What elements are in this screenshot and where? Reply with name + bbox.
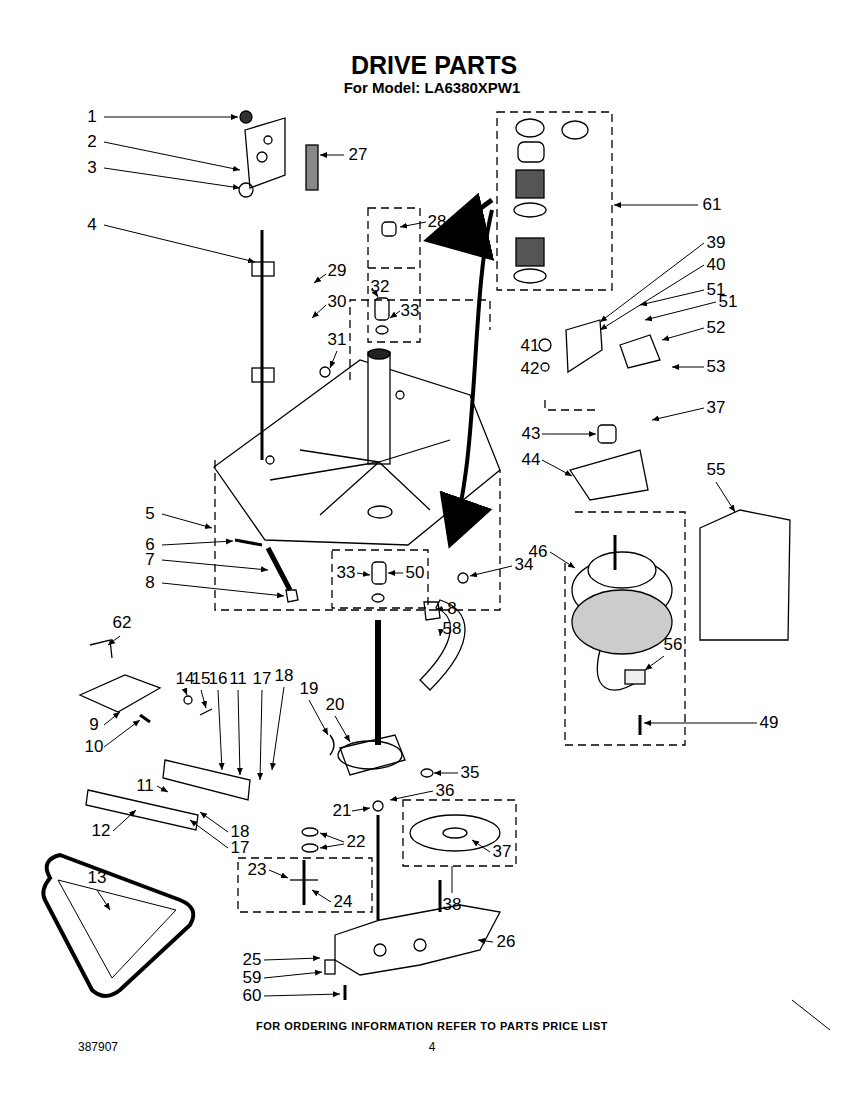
callout-number: 29 bbox=[328, 262, 347, 281]
callout-number: 33 bbox=[337, 564, 356, 583]
callout-number: 9 bbox=[89, 716, 98, 735]
callout-number: 7 bbox=[145, 551, 154, 570]
callout-number: 20 bbox=[326, 696, 345, 715]
callout-number: 37 bbox=[707, 399, 726, 418]
callout-number: 11 bbox=[136, 777, 154, 796]
callout-number: 36 bbox=[436, 782, 455, 801]
page-footer: 4 bbox=[429, 1041, 436, 1054]
callout-number: 40 bbox=[707, 256, 726, 275]
callout-number: 19 bbox=[300, 680, 319, 699]
callout-number: 31 bbox=[328, 331, 347, 350]
callout-number: 51 bbox=[719, 293, 738, 312]
callout-number: 32 bbox=[371, 278, 390, 297]
callout-number: 37 bbox=[493, 843, 512, 862]
ordering-note: FOR ORDERING INFORMATION REFER TO PARTS … bbox=[256, 1020, 608, 1032]
callout-number: 5 bbox=[145, 505, 154, 524]
callout-number: 13 bbox=[88, 869, 107, 888]
callout-number: 28 bbox=[428, 213, 447, 232]
callout-number: 56 bbox=[664, 636, 683, 655]
callout-number: 39 bbox=[707, 234, 726, 253]
callout-number: 11 bbox=[229, 670, 247, 689]
callout-number: 30 bbox=[328, 293, 347, 312]
callout-number: 8 bbox=[447, 600, 456, 619]
callout-number: 10 bbox=[85, 738, 104, 757]
callout-number: 58 bbox=[443, 620, 462, 639]
callout-number: 4 bbox=[87, 216, 96, 235]
callout-number: 27 bbox=[349, 146, 368, 165]
callout-number: 24 bbox=[334, 893, 353, 912]
callout-number: 49 bbox=[760, 714, 779, 733]
callout-number: 23 bbox=[248, 861, 267, 880]
callout-number: 59 bbox=[243, 969, 262, 988]
callout-number: 22 bbox=[347, 833, 366, 852]
page-footer: 387907 bbox=[78, 1041, 118, 1054]
callout-number: 43 bbox=[522, 425, 541, 444]
callout-number: 55 bbox=[707, 461, 726, 480]
callout-number: 52 bbox=[707, 319, 726, 338]
callout-number: 34 bbox=[515, 556, 534, 575]
callout-number: 60 bbox=[243, 987, 262, 1006]
callout-number: 33 bbox=[401, 302, 420, 321]
callout-number: 3 bbox=[87, 159, 96, 178]
callout-number: 16 bbox=[209, 670, 228, 689]
callout-number: 17 bbox=[231, 839, 250, 858]
model-subtitle: For Model: LA6380XPW1 bbox=[344, 80, 521, 97]
callout-number: 21 bbox=[333, 802, 352, 821]
callout-number: 1 bbox=[87, 108, 96, 127]
callout-number: 44 bbox=[522, 451, 541, 470]
callout-number: 53 bbox=[707, 358, 726, 377]
callout-number: 12 bbox=[92, 822, 111, 841]
callout-number: 25 bbox=[243, 951, 262, 970]
callout-number: 42 bbox=[521, 360, 540, 379]
callout-number: 8 bbox=[145, 574, 154, 593]
callout-number: 62 bbox=[113, 614, 132, 633]
callout-number: 15 bbox=[192, 670, 211, 689]
callout-number: 35 bbox=[461, 764, 480, 783]
callout-number: 26 bbox=[497, 933, 516, 952]
diagram-title: DRIVE PARTS bbox=[351, 52, 517, 80]
callout-number: 41 bbox=[521, 337, 540, 356]
callout-number: 18 bbox=[275, 667, 294, 686]
callout-number: 61 bbox=[703, 196, 722, 215]
callout-number: 17 bbox=[253, 670, 272, 689]
callout-number: 2 bbox=[87, 133, 96, 152]
callout-number: 50 bbox=[406, 564, 425, 583]
callout-number: 38 bbox=[443, 896, 462, 915]
